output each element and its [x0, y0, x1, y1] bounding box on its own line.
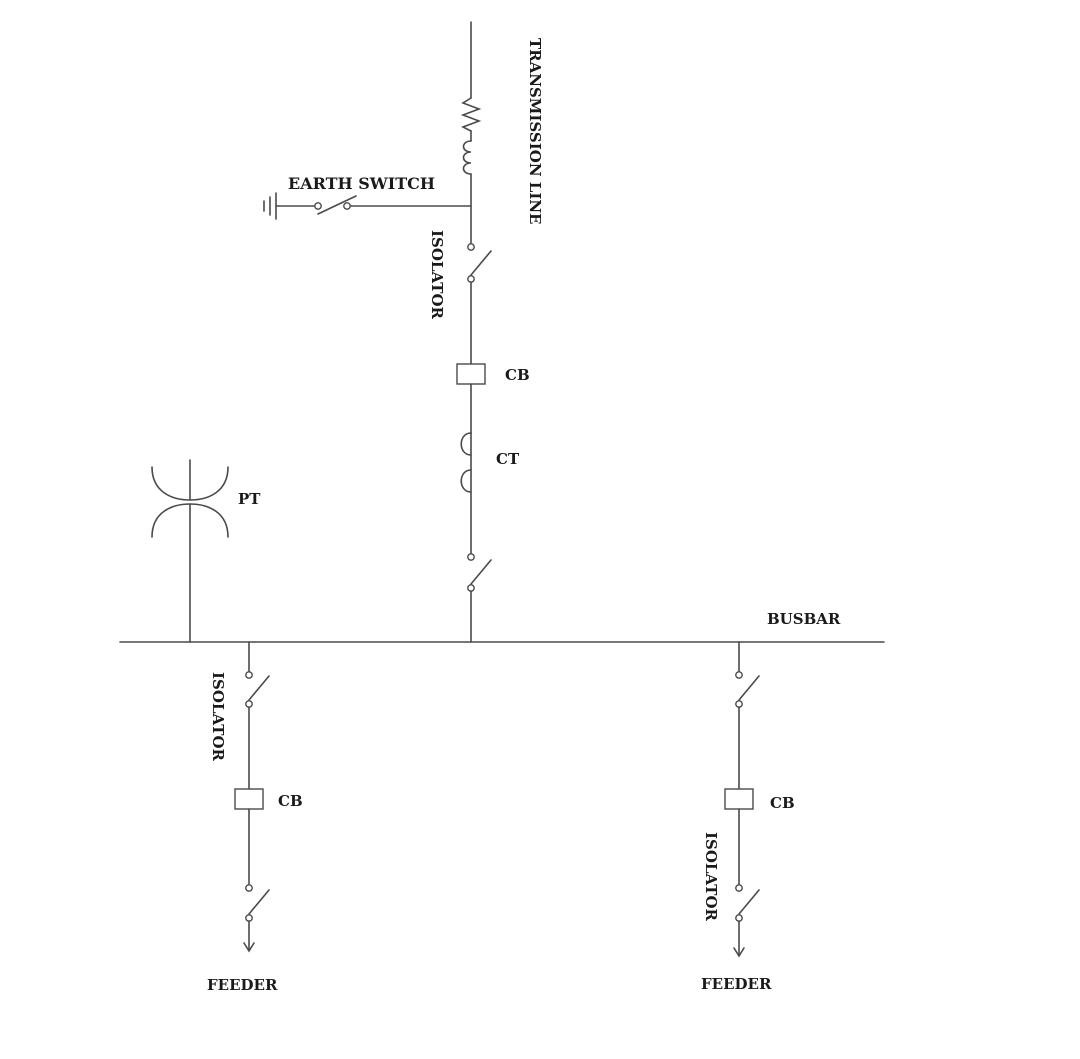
- transmission-line-label: TRANSMISSION LINE: [526, 38, 544, 225]
- potential-transformer-symbol: [151, 459, 229, 643]
- current-transformer-symbol: [460, 432, 472, 554]
- isolator-top-label: ISOLATOR: [428, 230, 446, 320]
- line-inductance-symbol: [462, 140, 472, 175]
- isolator-top-symbol: [467, 243, 492, 365]
- circuit-breaker-main-symbol: [456, 363, 486, 385]
- circuit-breaker-left-symbol: [234, 788, 264, 810]
- feeder-left-label: FEEDER: [207, 976, 278, 994]
- circuit-breaker-right-label: CB: [770, 794, 795, 812]
- potential-transformer-label: PT: [238, 490, 261, 508]
- line-resistance-symbol: [460, 97, 482, 132]
- circuit-breaker-main-label: CB: [505, 366, 530, 384]
- earth-switch: [263, 192, 472, 220]
- earth-switch-label: EARTH SWITCH: [288, 174, 435, 193]
- feeder-bay-left: [234, 641, 270, 953]
- busbar-label: BUSBAR: [767, 610, 841, 628]
- circuit-breaker-left-label: CB: [278, 792, 303, 810]
- feeder-right-label: FEEDER: [701, 975, 772, 993]
- isolator-main-lower-symbol: [467, 553, 492, 643]
- feeder-right-arrow-icon: [733, 947, 745, 958]
- feeder-left-arrow-icon: [243, 942, 255, 953]
- isolator-right-label: ISOLATOR: [702, 832, 720, 922]
- feeder-bay-right: [724, 641, 760, 958]
- ground-icon: [263, 192, 277, 220]
- circuit-breaker-right-symbol: [724, 788, 754, 810]
- isolator-left-label: ISOLATOR: [209, 672, 227, 762]
- current-transformer-label: CT: [496, 450, 520, 468]
- transmission-line-feed: [460, 21, 482, 244]
